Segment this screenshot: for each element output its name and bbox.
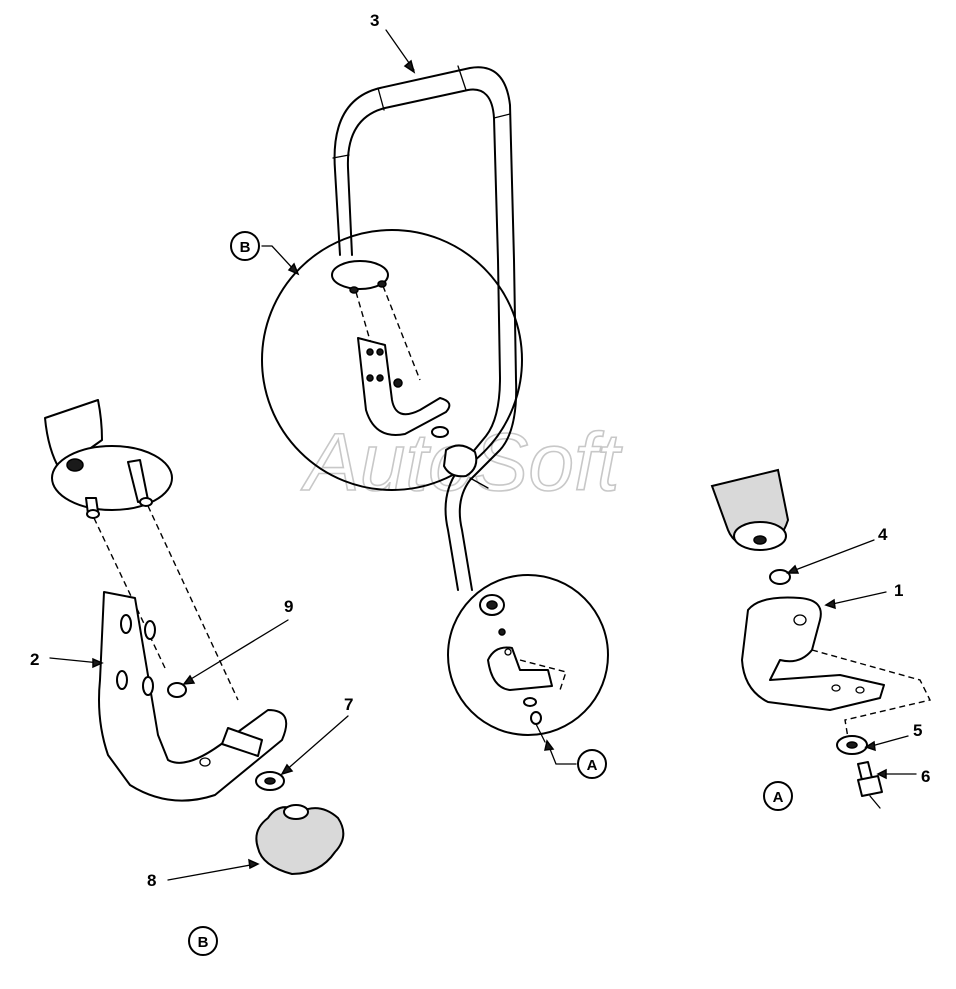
callout-3: 3	[370, 11, 379, 30]
left-exploded-view	[44, 399, 345, 876]
detail-ref-a-center-label: A	[587, 757, 598, 774]
detail-ref-b-bottom-label: B	[198, 934, 209, 951]
callout-4: 4	[878, 525, 888, 544]
handle-tube-assembly	[332, 65, 518, 591]
detail-ref-b-bottom: B	[188, 926, 218, 956]
detail-ref-a-center: A	[577, 749, 607, 779]
detail-ref-a-right-label: A	[773, 789, 784, 806]
callout-8: 8	[147, 871, 156, 890]
detail-b-mini-assembly	[331, 260, 478, 478]
leader-arrows	[49, 29, 917, 881]
detail-a-mini-assembly	[479, 594, 567, 743]
detail-ref-a-right: A	[763, 781, 793, 811]
callout-7: 7	[344, 695, 353, 714]
detail-ref-b-top: B	[230, 231, 260, 261]
callout-1: 1	[894, 581, 903, 600]
detail-circle-b	[261, 229, 523, 491]
right-exploded-view	[710, 468, 932, 809]
callout-2: 2	[30, 650, 39, 669]
detail-circle-a	[447, 574, 609, 736]
callout-6: 6	[921, 767, 930, 786]
callout-9: 9	[284, 597, 293, 616]
callout-5: 5	[913, 721, 922, 740]
detail-ref-b-top-label: B	[240, 239, 251, 256]
